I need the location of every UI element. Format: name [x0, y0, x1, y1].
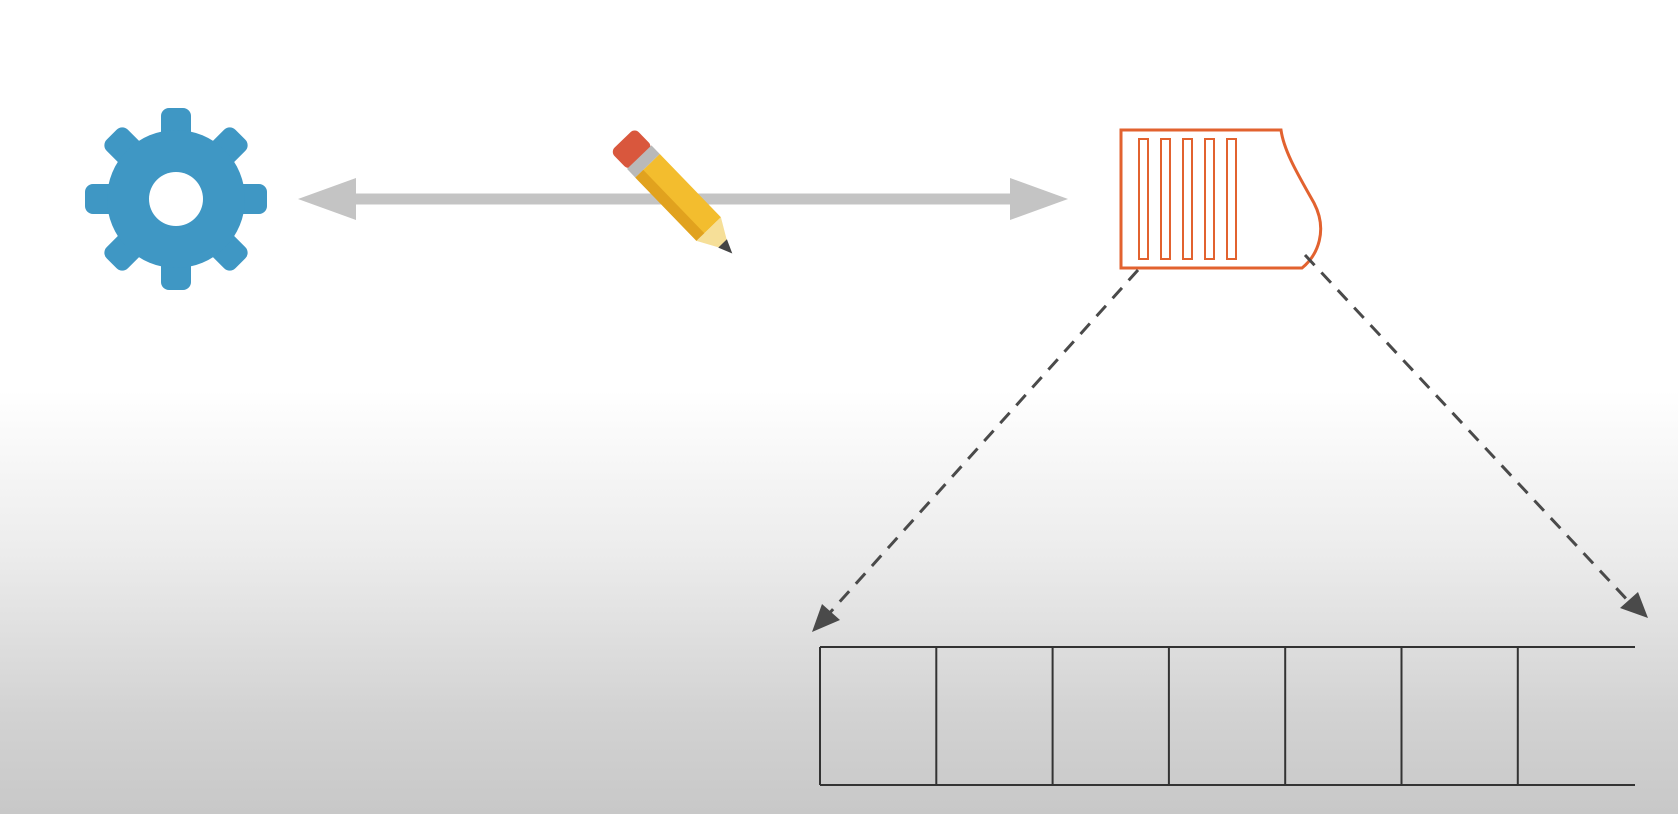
- pencil-ferrule: [626, 145, 660, 178]
- gear-hole: [149, 172, 203, 226]
- pencil-eraser: [612, 130, 651, 168]
- queue-bars: [1138, 138, 1237, 260]
- dashed-arrow-left: [824, 268, 1140, 619]
- queue-buffer-icon: [1119, 128, 1323, 270]
- arrow-head-right: [1010, 178, 1068, 220]
- pencil-body-shade: [635, 169, 705, 241]
- queue-outline: [1119, 128, 1323, 270]
- gear-icon: [85, 108, 267, 290]
- queue-bar: [1204, 138, 1215, 260]
- expanded-buffer-cells: [819, 646, 1635, 786]
- queue-bar: [1226, 138, 1237, 260]
- queue-bar: [1160, 138, 1171, 260]
- dashed-arrow-right: [1303, 253, 1634, 607]
- pencil-icon: [612, 130, 733, 254]
- pencil-body: [635, 153, 721, 241]
- pencil-wood-tip: [696, 217, 730, 251]
- expansion-arrows: [812, 253, 1648, 632]
- queue-bar: [1138, 138, 1149, 260]
- arrow-head-left: [298, 178, 356, 220]
- dashed-arrow-right-head: [1620, 592, 1648, 618]
- pencil-lead: [718, 239, 733, 254]
- queue-bar: [1182, 138, 1193, 260]
- dashed-arrow-left-head: [812, 604, 840, 632]
